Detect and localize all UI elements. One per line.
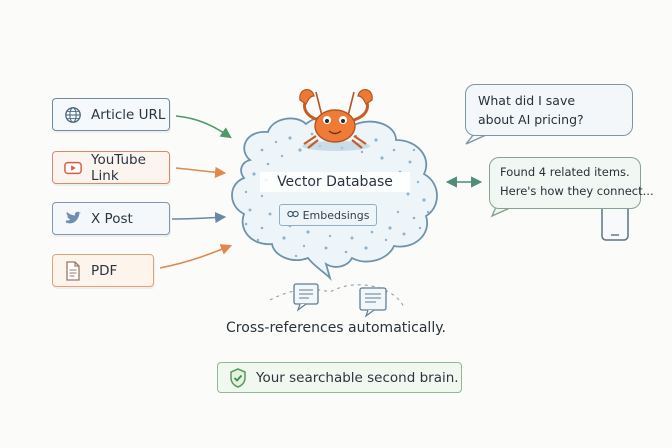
note-icon: [359, 287, 387, 318]
source-label: Article URL: [91, 106, 166, 123]
note-icon: [293, 283, 319, 312]
source-pdf: PDF: [52, 254, 154, 287]
brain-shape: [231, 115, 438, 282]
badge-label: Your searchable second brain.: [256, 369, 459, 386]
arrow-x: [171, 211, 227, 224]
question-bubble: What did I save about AI pricing?: [465, 84, 633, 136]
second-brain-badge: Your searchable second brain.: [217, 362, 462, 393]
answer-line: Here's how they connect...: [500, 184, 654, 198]
document-icon: [63, 260, 83, 281]
source-article-url: Article URL: [52, 98, 170, 131]
crab-icon: [299, 89, 373, 151]
embeddings-label: Embedsings: [302, 208, 370, 222]
arrow-article: [175, 115, 232, 139]
answer-bubble: Found 4 related items. Here's how they c…: [489, 157, 654, 209]
question-line: What did I save: [478, 93, 576, 108]
arrow-pdf: [159, 244, 233, 269]
question-line: about AI pricing?: [478, 112, 584, 127]
source-x-post: X Post: [52, 202, 170, 235]
source-label: X Post: [91, 210, 133, 227]
globe-icon: [63, 105, 83, 125]
source-label: PDF: [91, 262, 118, 279]
answer-line: Found 4 related items.: [500, 165, 630, 179]
youtube-icon: [63, 158, 83, 178]
vector-database-title: Vector Database: [260, 172, 410, 192]
embeddings-tag: Embedsings: [279, 204, 377, 226]
source-youtube-link: YouTube Link: [52, 151, 170, 184]
arrow-youtube: [175, 166, 227, 178]
link-icon: [286, 209, 299, 222]
source-label: YouTube Link: [91, 151, 146, 184]
bird-icon: [63, 209, 83, 229]
phone-icon: [601, 203, 629, 241]
cross-reference-caption: Cross-references automatically.: [226, 320, 446, 336]
shield-check-icon: [228, 367, 248, 388]
